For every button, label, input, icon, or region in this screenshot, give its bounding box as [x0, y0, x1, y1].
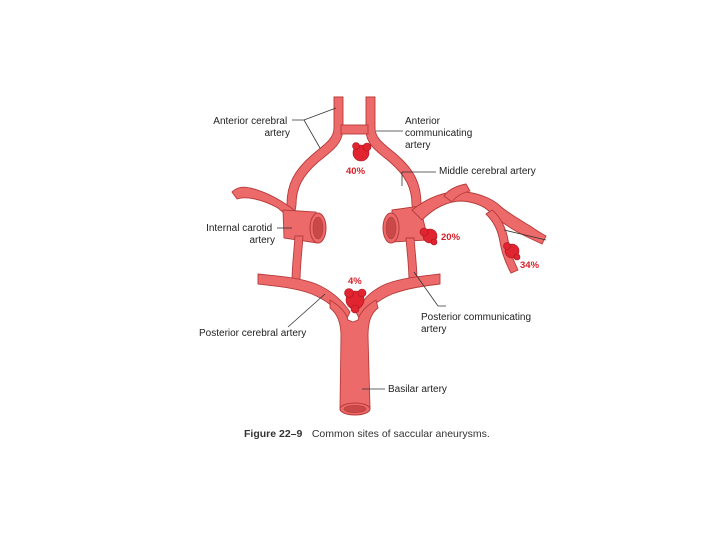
- label-middle-cerebral-artery: Middle cerebral artery: [439, 166, 536, 177]
- posterior-communicating-artery-left: [291, 235, 304, 283]
- middle-cerebral-branch-upper: [443, 183, 471, 203]
- caption-text: Common sites of saccular aneurysms.: [312, 428, 490, 440]
- posterior-communicating-artery-right: [405, 237, 418, 283]
- internal-carotid-branch-left: [231, 186, 299, 221]
- caption-number: Figure 22–9: [244, 428, 303, 440]
- anterior-communicating-artery: [340, 124, 369, 135]
- arterial-tree: [231, 96, 547, 416]
- basilar-artery-lumen-inner: [343, 405, 367, 413]
- aneurysm-posterior-communicating: [419, 227, 438, 246]
- anterior-cerebral-artery-right: [365, 96, 424, 215]
- internal-carotid-lumen-right-inner: [385, 216, 397, 240]
- label-internal-carotid-artery: Internal carotid artery: [206, 223, 275, 246]
- svg-text:Figure 22–9 Common sites: Figure 22–9 Common sites of saccular ane…: [244, 424, 490, 441]
- basilar-artery: [329, 299, 379, 409]
- aneurysms: [344, 142, 521, 314]
- internal-carotid-lumen-left-inner: [312, 216, 324, 240]
- label-anterior-cerebral-artery: Anterior cerebral artery: [213, 116, 290, 139]
- middle-cerebral-artery: [411, 191, 547, 245]
- percent-anterior-communicating: 40%: [346, 166, 366, 177]
- percent-basilar-tip: 4%: [348, 276, 362, 287]
- leader-lines: [277, 107, 547, 390]
- aneurysm-basilar-tip: [344, 288, 367, 314]
- percent-middle-cerebral-bifurcation: 34%: [520, 260, 540, 271]
- label-posterior-cerebral-artery: Posterior cerebral artery: [199, 328, 306, 339]
- figure-caption: Figure 22–9 Common sites of saccular ane…: [244, 424, 490, 441]
- percent-posterior-communicating: 20%: [441, 232, 461, 243]
- label-anterior-communicating-artery: Anterior communicating artery: [405, 116, 475, 151]
- label-basilar-artery: Basilar artery: [388, 384, 447, 395]
- aneurysm-anterior-communicating: [352, 142, 372, 162]
- anatomy-labels: Anterior cerebral artery Anterior commun…: [199, 116, 536, 395]
- aneurysm-percentages: 40% 20% 34% 4%: [346, 166, 540, 287]
- anterior-cerebral-artery-left: [284, 96, 344, 219]
- aneurysm-middle-cerebral-bifurcation: [503, 242, 521, 261]
- label-posterior-communicating-artery: Posterior communicating artery: [421, 312, 534, 335]
